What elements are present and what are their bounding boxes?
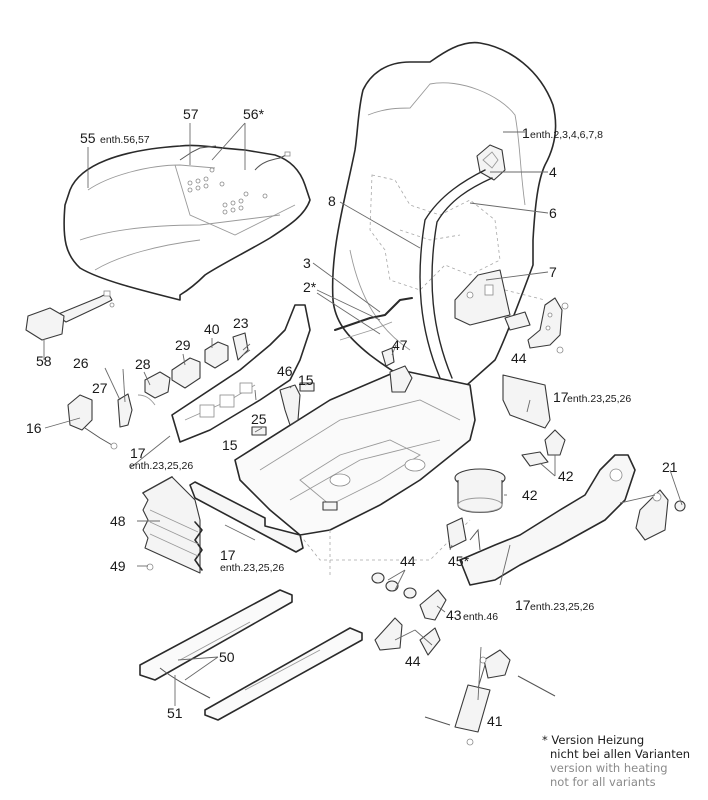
callout-15-upper: 15 — [298, 372, 314, 388]
seat-rails — [139, 589, 363, 721]
left-side-cover — [171, 304, 311, 443]
callout-21: 21 — [662, 459, 678, 475]
callout-51-label: 51 — [167, 705, 183, 721]
callout-40: 42 — [558, 468, 574, 484]
callout-43-label: 43 — [446, 607, 462, 623]
callout-labels: 55 enth.56,57 57 56* 1 enth.2,3,4,6,7,8 … — [26, 106, 678, 729]
callout-23: 25 — [251, 411, 267, 427]
callout-8: 8 — [328, 193, 336, 209]
callout-28: 29 — [175, 337, 191, 353]
callout-49: 49 — [110, 558, 126, 574]
callout-1: 1 — [522, 125, 530, 141]
callout-17-right: 17 — [553, 389, 569, 405]
callout-55: 55 — [80, 130, 96, 146]
callout-56: 56* — [243, 106, 265, 122]
seat-backrest — [331, 41, 557, 401]
callout-46: 46 — [277, 363, 293, 379]
callout-17-left: 17 — [130, 445, 146, 461]
callout-4: 4 — [549, 164, 557, 180]
callout-29: 40 — [204, 321, 220, 337]
lower-side-cover — [189, 481, 304, 553]
callout-16: 16 — [26, 420, 42, 436]
back-side-cover — [502, 374, 551, 429]
callout-2: 2* — [303, 279, 317, 295]
callout-17-right-note: enth.23,25,26 — [567, 393, 631, 405]
footnote: * Version Heizung nicht bei allen Varian… — [542, 733, 690, 789]
callout-17-lower-right-note: enth.23,25,26 — [530, 601, 594, 613]
callout-22: 23 — [233, 315, 249, 331]
adjustment-lever — [635, 489, 686, 541]
callout-17-left-note: enth.23,25,26 — [129, 460, 193, 472]
mechanism-parts — [371, 572, 447, 656]
gas-spring — [424, 649, 556, 746]
callout-17-lower-left: 17 — [220, 547, 236, 563]
footnote-de-line1: Version Heizung — [551, 733, 645, 747]
callout-57: 57 — [183, 106, 199, 122]
heating-control-unit — [446, 517, 481, 551]
callout-42-label: 42 — [522, 487, 538, 503]
callout-3: 3 — [303, 255, 311, 271]
callout-44-bottom: 44 — [405, 653, 421, 669]
callout-43-note: enth.46 — [463, 611, 498, 623]
footnote-en-line2: not for all variants — [550, 775, 656, 789]
callout-55-note: enth.56,57 — [100, 134, 150, 146]
bellows — [142, 476, 203, 574]
callout-48: 48 — [110, 513, 126, 529]
callout-45: 45* — [448, 553, 470, 569]
recliner-bracket-right — [504, 289, 569, 354]
callout-44-mid: 44 — [400, 553, 416, 569]
leader-lines — [43, 122, 683, 706]
callout-25: 26 — [73, 355, 89, 371]
armrest — [25, 290, 115, 341]
footnote-marker: * — [542, 733, 548, 747]
callout-17-lower-left-note: enth.23,25,26 — [220, 562, 284, 574]
callout-15-lower: 15 — [222, 437, 238, 453]
callout-58-label: 58 — [36, 353, 52, 369]
callout-26: 27 — [92, 380, 108, 396]
callout-47: 47 — [392, 337, 408, 353]
callout-1-note: enth.2,3,4,6,7,8 — [530, 129, 603, 141]
callout-44-top: 44 — [511, 350, 527, 366]
seat-cushion — [63, 144, 311, 301]
footnote-de-line2: nicht bei allen Varianten — [550, 747, 691, 761]
seat-base-frame — [234, 347, 476, 575]
callout-27: 28 — [135, 356, 151, 372]
callout-41: 41 — [487, 713, 503, 729]
seat-belt-buckle — [67, 394, 118, 450]
callout-50-label: 50 — [219, 649, 235, 665]
air-spring — [454, 468, 506, 514]
footnote-en-line1: version with heating — [550, 761, 668, 775]
switch-module-parts — [117, 332, 249, 428]
callout-6: 6 — [549, 205, 557, 221]
callout-17-lower-right: 17 — [515, 597, 531, 613]
callout-7: 7 — [549, 264, 557, 280]
bracket-40 — [521, 429, 566, 467]
heating-element-holes — [187, 167, 268, 215]
right-side-cover — [459, 454, 636, 586]
